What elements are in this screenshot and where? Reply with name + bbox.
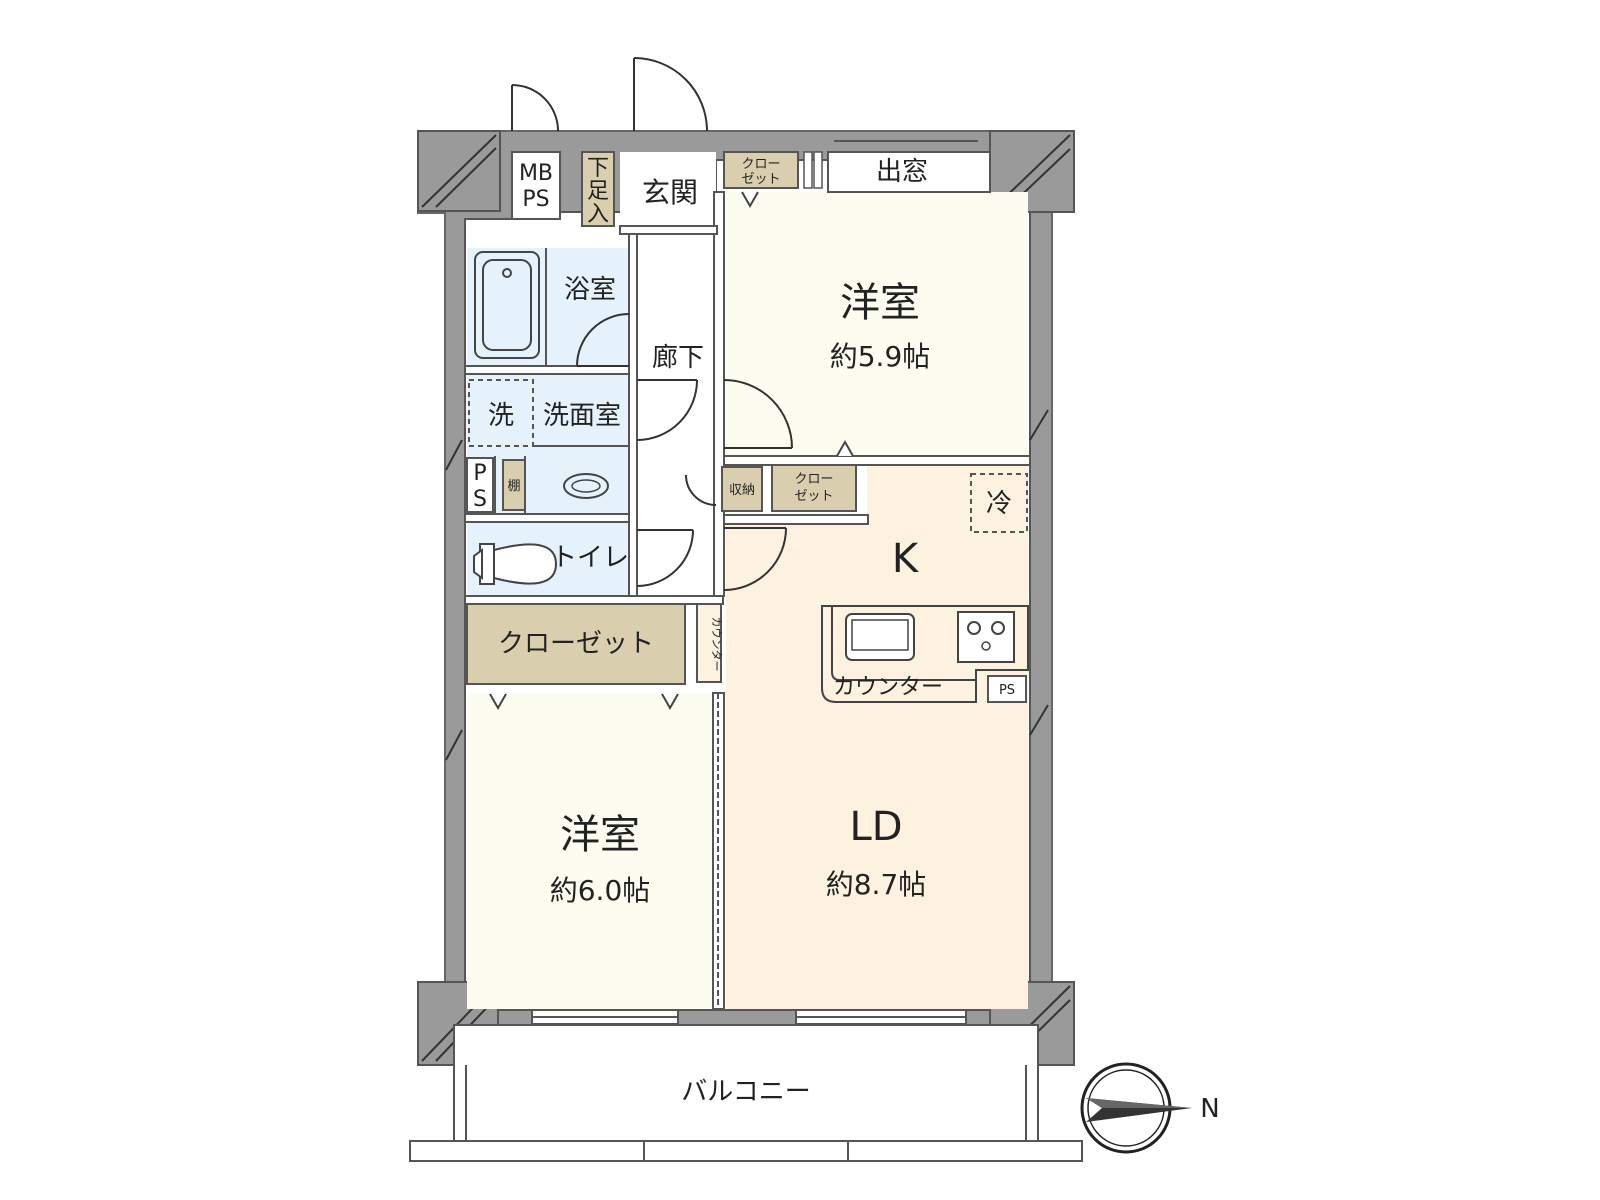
closet-top	[723, 151, 799, 189]
washer-label: 洗	[488, 401, 514, 431]
counter-label: カウンター	[833, 675, 943, 700]
bathtub-icon	[474, 251, 540, 359]
svg-text:PS: PS	[522, 187, 549, 212]
sink-icon	[845, 613, 915, 661]
ps-small	[466, 457, 494, 513]
bedroom1-name: 洋室	[840, 280, 920, 326]
svg-text:クロー: クロー	[741, 157, 780, 172]
mb-ps-label: MB	[519, 161, 553, 186]
room-labels: 玄関 浴室 廊下 洗面室 トイレ K 洋室 約5.9帖 洋室 約6.0帖 LD …	[543, 176, 930, 907]
counter-small-label: カウンター	[710, 617, 723, 672]
corridor-floor	[637, 234, 717, 596]
shoe-box-label: 下	[587, 156, 609, 181]
bay-window	[827, 151, 991, 193]
ps-kitchen	[987, 675, 1027, 703]
balcony: バルコニー	[409, 1024, 1083, 1162]
wash-basin-icon	[563, 473, 609, 499]
toilet-label: トイレ	[551, 543, 629, 573]
closet-mid	[771, 464, 857, 512]
svg-text:ゼット: ゼット	[741, 172, 780, 187]
corridor-label: 廊下	[652, 343, 704, 373]
compass: N	[1080, 1062, 1220, 1154]
balcony-label: バルコニー	[681, 1077, 810, 1107]
storage-label: 収納	[729, 483, 755, 498]
stove-icon	[957, 611, 1015, 663]
ps-kitchen-label: PS	[999, 683, 1015, 698]
bedroom2-floor	[467, 693, 713, 1009]
storage-box	[721, 466, 763, 512]
bath-label: 浴室	[564, 275, 616, 305]
doors	[511, 57, 793, 1009]
washroom-label: 洗面室	[543, 401, 621, 431]
room-fills	[467, 152, 1028, 1009]
washer-space	[468, 379, 534, 447]
closet-big-label: クローゼット	[498, 629, 654, 659]
fixtures: 洗 冷 PS カウンター	[468, 248, 1029, 703]
toilet-icon	[479, 543, 558, 585]
fridge-label: 冷	[986, 489, 1012, 519]
storage: 下 足 入 MB PS クロー ゼット 出窓 収納 クロー ゼット クローゼット…	[466, 140, 991, 685]
bedroom1-floor	[722, 192, 1028, 456]
shelf-label: 棚	[507, 479, 520, 494]
compass-label: N	[1200, 1094, 1219, 1124]
counter-small	[696, 603, 722, 683]
living-area: 約8.7帖	[826, 868, 927, 901]
bedroom2-area: 約6.0帖	[550, 874, 651, 907]
mb-ps	[511, 151, 561, 220]
closet-markers	[489, 191, 854, 711]
entrance-floor	[620, 152, 716, 226]
closet-big	[466, 603, 686, 685]
svg-text:ゼット: ゼット	[794, 489, 833, 504]
svg-text:P: P	[473, 461, 486, 486]
shoe-box	[581, 151, 615, 227]
entrance-label: 玄関	[642, 176, 698, 209]
ldk-floor	[726, 465, 1028, 1009]
kitchen-label: K	[892, 536, 920, 582]
living-name: LD	[849, 804, 902, 850]
svg-text:入: 入	[587, 202, 609, 227]
svg-text:クロー: クロー	[794, 472, 833, 487]
svg-text:S: S	[473, 487, 487, 512]
bedroom1-area: 約5.9帖	[830, 340, 931, 373]
bay-window-label: 出窓	[876, 157, 928, 187]
bedroom2-name: 洋室	[560, 812, 640, 858]
svg-text:足: 足	[587, 179, 609, 204]
fridge-space	[970, 473, 1028, 533]
